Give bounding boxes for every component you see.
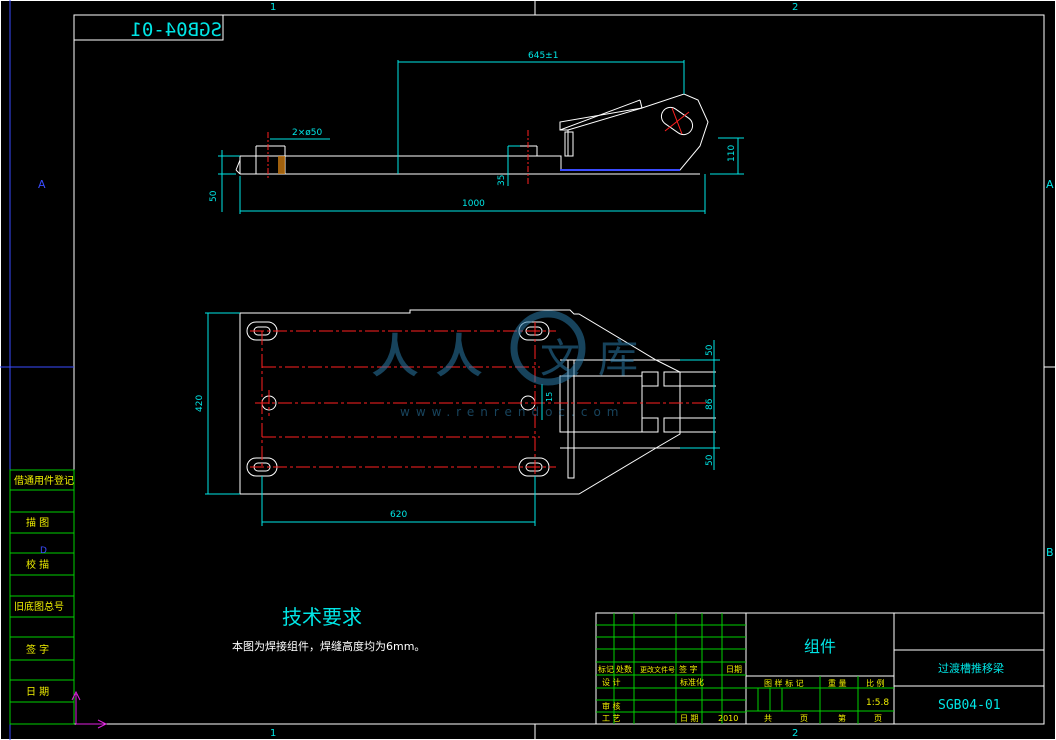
tb-header-5: 日期	[726, 665, 742, 674]
mirrored-code: SGB04-01	[130, 19, 222, 41]
title-block: 标记 处数 更改文件号 签 字 日期 设 计 标准化 审 核 工 艺 日 期 2…	[595, 612, 1045, 725]
tb-sheet-total-unit: 页	[800, 714, 808, 723]
tb-sheet-no-label: 第	[838, 713, 846, 723]
watermark-char-3: 文	[540, 336, 580, 382]
tb-process: 工 艺	[602, 714, 621, 723]
strip-cell-1: 借通用件登记	[14, 474, 74, 487]
tb-label-drawing: 图 样 标 记	[764, 678, 804, 688]
border-number-bottom-1: 1	[270, 728, 276, 739]
strip-cell-6: 日 期	[26, 686, 49, 698]
strip-cell-3: 校 描	[26, 558, 49, 571]
side-dimensions	[218, 60, 744, 214]
tb-header-3: 更改文件号	[640, 665, 675, 674]
dim-110: 110	[727, 145, 737, 162]
left-strip: 借通用件登记 描 图 校 描 旧底图总号 签 字 日 期 D	[9, 469, 75, 725]
dim-645: 645±1	[528, 51, 558, 61]
side-slot	[660, 106, 694, 136]
tb-year: 2010	[718, 714, 738, 723]
border-number-top-1: 1	[270, 2, 276, 13]
dim-420: 420	[195, 395, 205, 412]
tb-category: 组件	[804, 637, 836, 656]
tb-sheet-no-unit: 页	[874, 714, 882, 723]
tech-req-note: 本图为焊接组件，焊缝高度均为6mm。	[232, 639, 425, 653]
mirrored-code-box: SGB04-01	[73, 14, 224, 41]
strip-cell-4: 旧底图总号	[14, 600, 64, 613]
watermark: 人 人 文 库 www.renrendoc.com	[372, 310, 638, 419]
dim-right-mid: 86	[705, 398, 715, 410]
plan-view: 420 620 50 86 50 15	[195, 309, 720, 526]
tb-review: 审 核	[602, 701, 621, 711]
watermark-char-2: 人	[436, 329, 482, 383]
dim-50-left: 50	[209, 190, 219, 202]
dim-right-bottom: 50	[705, 454, 715, 466]
tb-design: 设 计	[602, 677, 621, 687]
side-hatch	[278, 156, 285, 174]
zone-right-b: B	[1046, 546, 1054, 559]
tb-header-1: 标记	[598, 664, 614, 674]
strip-cell-5: 签 字	[26, 643, 49, 656]
border-number-bottom-2: 2	[792, 728, 798, 739]
watermark-char-1: 人	[372, 329, 418, 383]
border-number-top-2: 2	[792, 2, 798, 13]
strip-cell-2: 描 图	[26, 516, 49, 529]
dim-right-top: 50	[705, 344, 715, 356]
dim-center-15: 15	[545, 392, 554, 402]
tb-label-weight: 重 量	[828, 678, 847, 688]
tb-sheet-total-label: 共	[764, 714, 772, 723]
plan-dimensions	[205, 312, 720, 526]
strip-extra-d: D	[40, 546, 47, 556]
zone-right-a: A	[1046, 178, 1054, 191]
watermark-url: www.renrendoc.com	[400, 405, 624, 419]
tb-part-name: 过渡槽推移梁	[938, 661, 1004, 675]
dim-1000: 1000	[462, 199, 485, 209]
dim-620: 620	[390, 510, 407, 520]
tb-scale: 1:5.8	[866, 698, 889, 708]
dim-holes: 2×ø50	[292, 128, 322, 138]
plan-centerlines	[250, 322, 710, 476]
zone-left-a: A	[38, 178, 46, 191]
tb-date-label: 日 期	[680, 714, 699, 723]
tech-req-title: 技术要求	[282, 605, 362, 629]
tb-label-scale: 比 例	[866, 678, 885, 688]
tb-header-2: 处数	[616, 664, 632, 674]
tb-header-4: 签 字	[679, 664, 698, 674]
tb-part-code: SGB04-01	[938, 698, 1001, 713]
ucs-icon	[71, 690, 108, 729]
watermark-char-4: 库	[598, 336, 638, 382]
tb-standard: 标准化	[680, 677, 704, 687]
watermark-logo	[510, 310, 586, 386]
side-view: 645±1 2×ø50 110 50 35 1000	[209, 51, 744, 214]
dim-35: 35	[497, 175, 507, 186]
